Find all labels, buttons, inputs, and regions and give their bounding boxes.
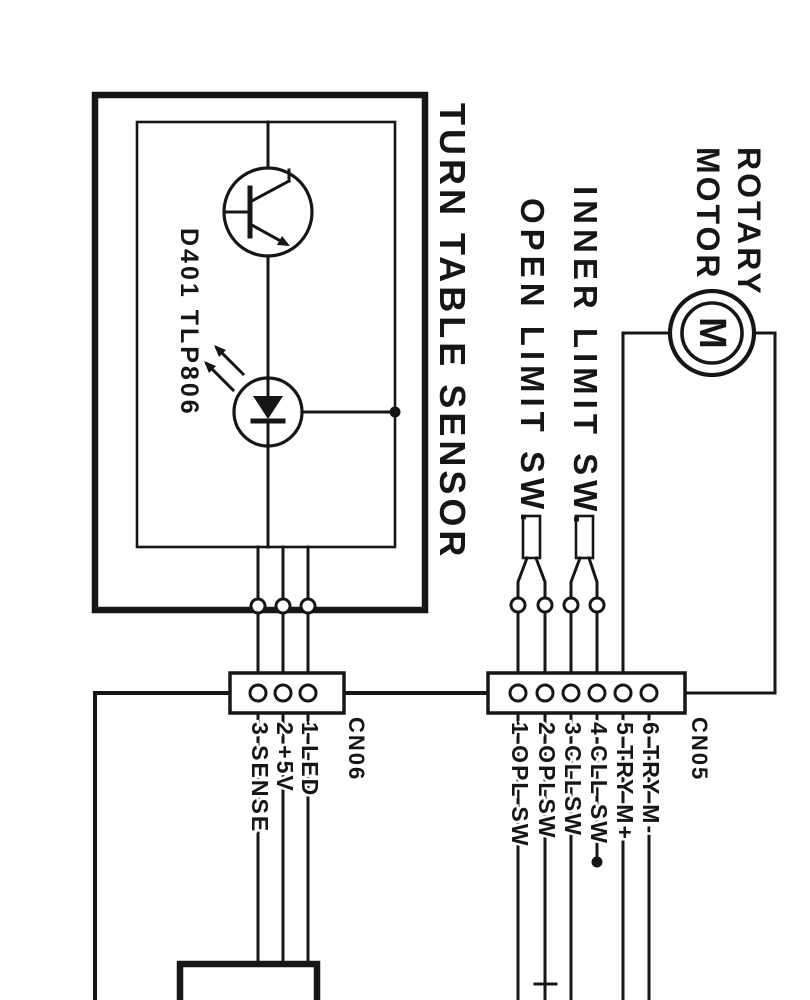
motor-label-line1: ROTARY [731,147,767,297]
switch-lead [534,556,547,600]
cn06-name-label: CN06 [344,717,369,781]
inner-limit-switch-label: INNER LIMIT SW. [567,186,604,529]
cn06-pin-label: 1 LED [297,722,323,797]
open-limit-switch-body [521,514,542,560]
junction-dot [591,856,603,868]
cn05-pin-label: 6 TRY M- [638,722,664,835]
component-ref-label: D401 TLP806 [175,228,203,417]
cn05-pin [639,683,659,703]
bus-wires [93,691,490,1000]
motor-symbol-letter: M [691,317,733,349]
rotary-motor: MOTOR ROTARY M [621,147,777,695]
bottom-partial-box [176,960,321,1000]
switch-lead [516,556,529,600]
cn06-pin [248,683,268,703]
cn06-pin-label: 2 +5V [272,722,298,793]
terminal-circle [588,596,606,614]
open-limit-switch: OPEN LIMIT SW. [509,198,554,675]
sensor-outer-box [91,91,429,614]
terminal-circle [509,596,527,614]
switch-lead [569,556,582,600]
inner-limit-switch-body [574,514,595,560]
cn05-name-label: CN05 [687,717,712,781]
motor-label-line2: MOTOR [690,147,726,281]
open-limit-switch-label: OPEN LIMIT SW. [514,198,551,527]
led-circle [232,376,304,448]
connector-cn06: 3 SENSE 2 +5V 1 LED CN06 [228,671,372,966]
emission-arrowhead [214,345,226,357]
cn05-pin-label: 5 TRY M+ [612,722,638,841]
emitter-arrowhead [277,236,290,246]
terminal-circle [249,597,267,615]
junction-dot [389,406,401,418]
cn05-pin [587,683,607,703]
cn05-pin [535,683,555,703]
terminal-circle [536,596,554,614]
switch-lead [587,556,599,600]
terminal-circle [274,597,292,615]
phototransistor-symbol [222,166,314,258]
connector-cn05: 1 OPL SW 2 OPLSW 3 CLLSW 4 CLL SW 5 TRY … [486,671,715,1000]
motor-inner-circle [680,301,744,365]
led-symbol [204,345,304,448]
cn05-pin-label: 2 OPLSW [534,722,560,840]
motor-symbol: M [667,288,757,378]
emission-arrowhead [204,361,216,373]
inner-limit-switch: INNER LIMIT SW. [562,186,606,675]
led-emission-arrow [204,361,236,393]
sensor-title-label: TURN TABLE SENSOR [432,103,473,560]
turntable-sensor-block: D401 TLP806 [91,91,429,675]
cn06-pin [273,683,293,703]
led-emission-arrow [214,345,246,377]
terminal-circle [562,596,580,614]
cn05-pin-label: 1 OPL SW [507,722,533,848]
cn05-pin [508,683,528,703]
led-triangle [253,396,283,419]
cn06-pin [298,683,318,703]
transistor-collector [247,178,292,205]
cn05-pin [561,683,581,703]
cn05-pin-label: 3 CLLSW [560,722,586,837]
cn05-pin-label: 4 CLL SW [586,722,612,845]
optocoupler-outline [135,120,397,549]
cn05-pin [613,683,633,703]
cn06-pin-label: 3 SENSE [247,722,273,833]
terminal-circle [299,597,317,615]
